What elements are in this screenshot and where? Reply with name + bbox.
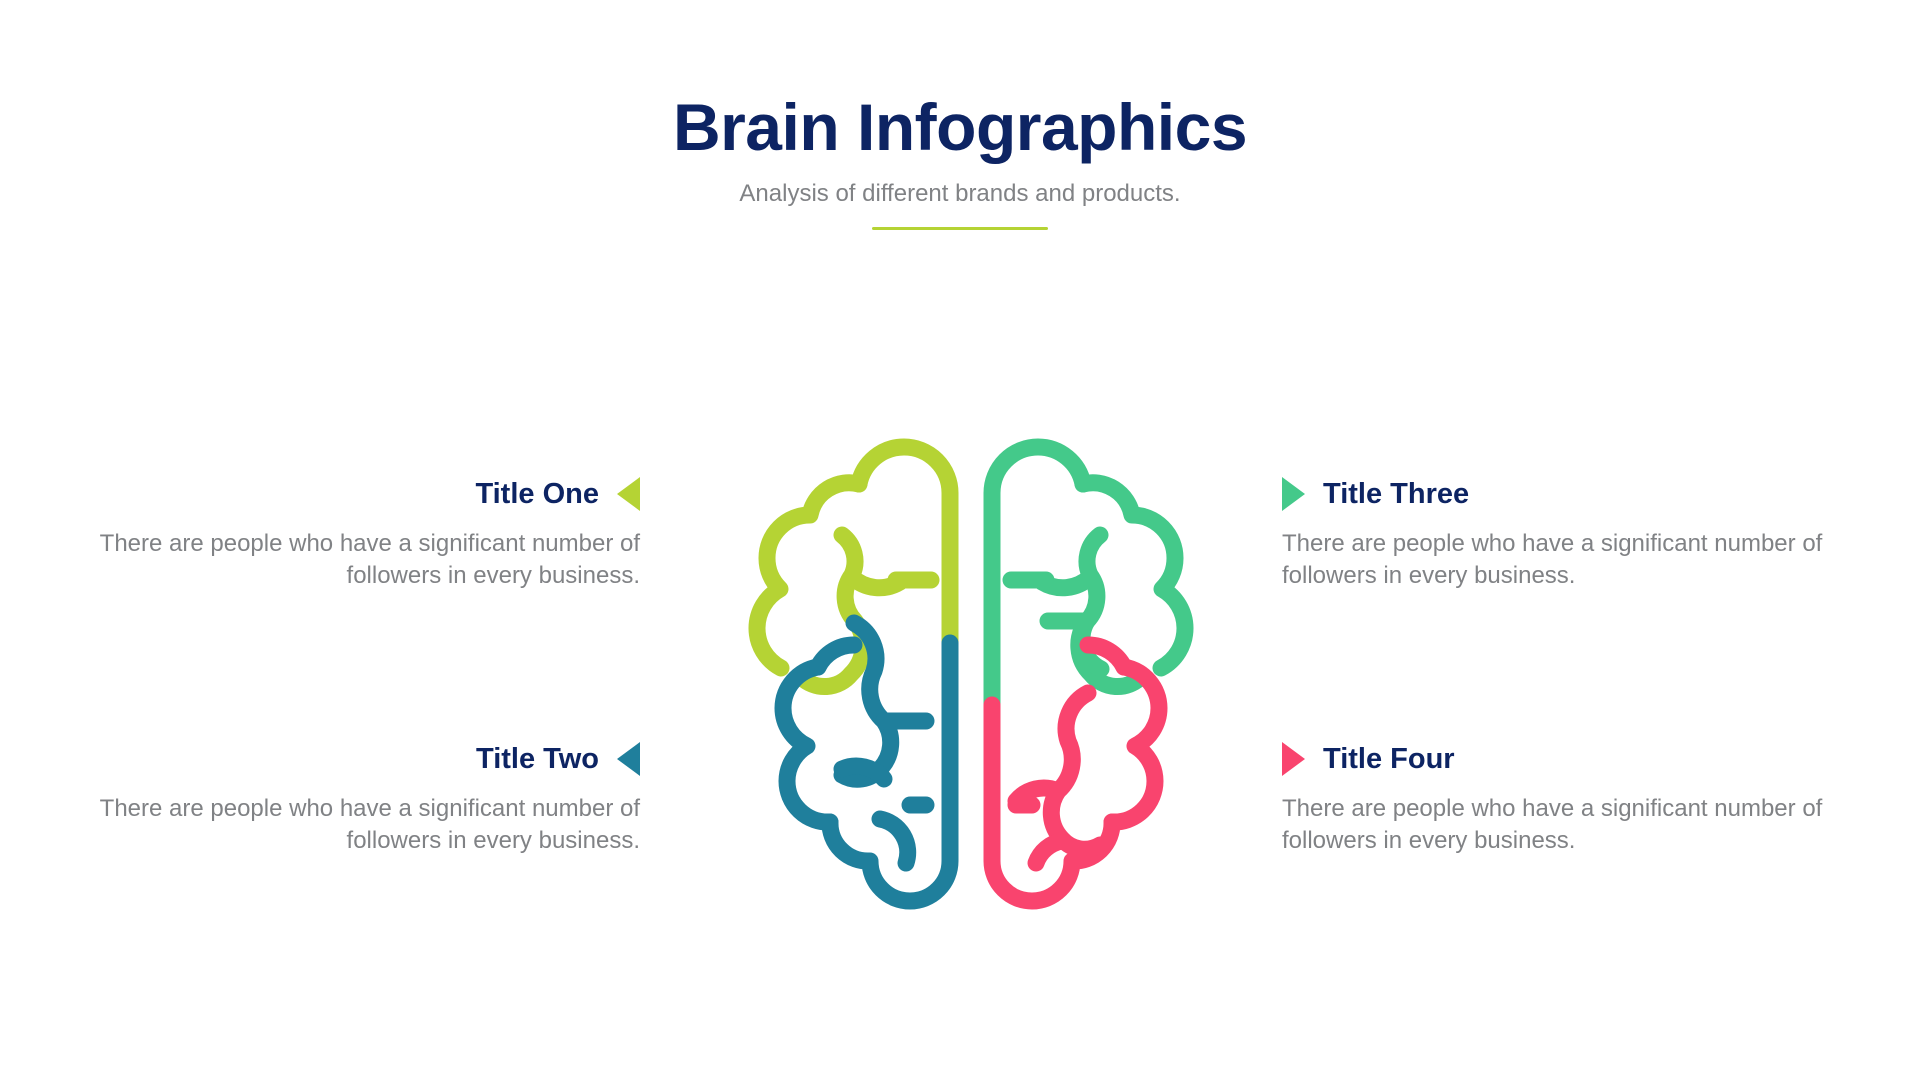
- info-body-title-three: There are people who have a significant …: [1282, 530, 1823, 589]
- info-head-title-two: Title Two: [80, 737, 640, 781]
- brain-outline-icon: [736, 425, 1206, 925]
- info-block-title-four[interactable]: Title Four There are people who have a s…: [1282, 737, 1842, 857]
- brain-quadrant-lower-left: [774, 614, 959, 910]
- info-body-title-one: There are people who have a significant …: [99, 530, 640, 589]
- title-divider: [872, 227, 1048, 231]
- info-title-title-four: Title Four: [1323, 742, 1455, 775]
- info-block-title-two[interactable]: Title Two There are people who have a si…: [80, 737, 640, 857]
- triangle-left-icon: [617, 742, 640, 776]
- header: Brain Infographics Analysis of different…: [0, 90, 1920, 231]
- content-area: Title One There are people who have a si…: [0, 410, 1920, 970]
- info-body-title-four: There are people who have a significant …: [1282, 795, 1823, 854]
- info-block-title-three[interactable]: Title Three There are people who have a …: [1282, 472, 1842, 592]
- triangle-left-icon: [617, 477, 640, 511]
- page-title: Brain Infographics: [672, 90, 1248, 164]
- info-head-title-four: Title Four: [1282, 737, 1842, 781]
- triangle-right-icon: [1282, 477, 1305, 511]
- triangle-right-icon: [1282, 742, 1305, 776]
- info-head-title-one: Title One: [80, 472, 640, 516]
- info-title-title-one: Title One: [475, 477, 599, 510]
- info-head-title-three: Title Three: [1282, 472, 1842, 516]
- brain-quadrant-upper-right: [983, 438, 1194, 714]
- info-title-title-two: Title Two: [476, 742, 599, 775]
- page-subtitle: Analysis of different brands and product…: [739, 180, 1181, 208]
- brain-quadrant-lower-right: [983, 636, 1168, 910]
- info-title-title-three: Title Three: [1323, 477, 1470, 510]
- info-block-title-one[interactable]: Title One There are people who have a si…: [80, 472, 640, 592]
- info-body-title-two: There are people who have a significant …: [99, 795, 640, 854]
